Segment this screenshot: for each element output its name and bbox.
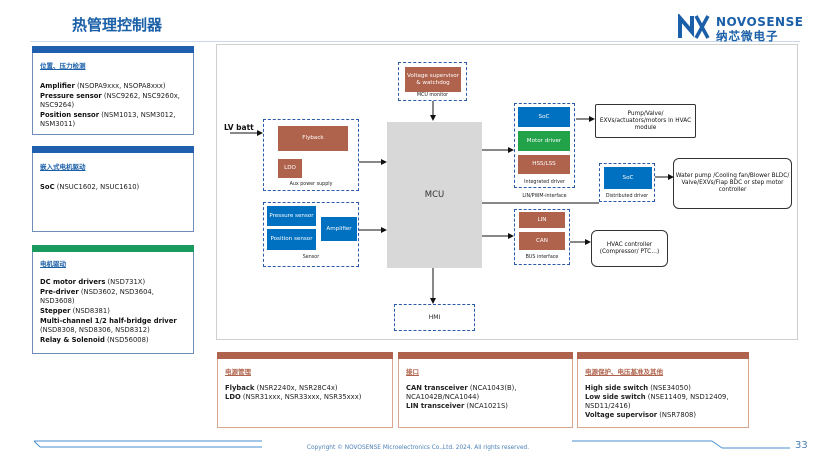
title-divider [30,41,800,42]
panel-body: CAN transceiver (NCA1043(B), NCA1042B/NC… [406,384,568,411]
list-item: Low side switch (NSE11409, NSD12409, NSD… [585,393,729,410]
list-item: Stepper (NSD8381) [40,307,110,315]
panel-heading: 电源管理 [225,368,251,376]
left-panel-position-pressure: 位置、压力检测 Amplifier (NSOPA9xxx, NSOPA8xxx)… [32,46,194,135]
list-item: Pressure sensor (NSC9262, NSC9260x, NSC9… [40,92,180,109]
bottom-panel-protection: 电源保护、电压基准及其他 High side switch (NSE34050)… [577,352,749,428]
panel-body: DC motor drivers (NSD731X) Pre-driver (N… [40,278,189,346]
logo-text-en: NOVOSENSE [716,15,804,29]
list-item: LIN transceiver (NCA1021S) [406,402,508,410]
list-item: Amplifier (NSOPA9xxx, NSOPA8xxx) [40,82,166,90]
sensor-label: Sensor [302,255,320,260]
panel-heading: 嵌入式电机驱动 [40,163,86,171]
ldo-block: LDO [278,159,302,178]
voltage-supervisor-block: Voltage supervisor & watchdog [405,67,461,92]
list-item: Position sensor (NSM1013, NSM3012, NSM30… [40,111,176,128]
pressure-sensor-block: Pressure sensor [267,206,316,226]
soc-distributed-block: SoC [604,167,652,189]
can-block: CAN [519,232,565,250]
list-item: Pre-driver (NSD3602, NSD3604, NSD3608) [40,288,154,305]
panel-accent-bar [398,352,573,359]
left-panel-embedded-motor: 嵌入式电机驱动 SoC (NSUC1602, NSUC1610) [32,146,194,232]
panel-accent-bar [217,352,393,359]
panel-accent-bar [32,146,194,153]
hmi-block: HMI [394,304,475,331]
distributed-driver-label: Distributed driver [605,194,649,199]
panel-body: Flyback (NSR2240x, NSR28C4x) LDO (NSR31x… [225,384,388,402]
panel-heading: 位置、压力检测 [40,62,86,70]
list-item: CAN transceiver (NCA1043(B), NCA1042B/NC… [406,384,517,401]
bottom-panel-power-management: 电源管理 Flyback (NSR2240x, NSR28C4x) LDO (N… [217,352,393,428]
lin-block: LIN [519,212,565,228]
list-item: Voltage supervisor (NSR7808) [585,411,696,419]
aux-power-label: Aux power supply [289,182,333,187]
novosense-logo-icon [678,14,710,39]
lin-pwm-interface-label: LIN/PWM-interface [522,194,567,199]
panel-body: SoC (NSUC1602, NSUC1610) [40,183,189,193]
panel-accent-bar [577,352,749,359]
list-item: Multi-channel 1/2 half-bridge driver (NS… [40,317,177,334]
list-item: DC motor drivers (NSD731X) [40,278,146,286]
amplifier-block: Amplifier [321,217,357,241]
panel-heading: 电源保护、电压基准及其他 [585,368,663,376]
panel-heading: 接口 [406,368,419,376]
panel-accent-bar [32,245,194,252]
page-number: 33 [795,440,808,451]
motor-driver-block: Motor driver [518,131,570,151]
hss-lss-block: HSS/LSS [518,155,570,174]
soc-block: SoC [518,107,570,127]
flyback-block: Flyback [278,126,348,151]
list-item: LDO (NSR31xxx, NSR33xxx, NSR35xxx) [225,393,362,401]
list-item: Flyback (NSR2240x, NSR28C4x) [225,384,338,392]
left-panel-motor-drive: 电机驱动 DC motor drivers (NSD731X) Pre-driv… [32,245,194,354]
panel-body: High side switch (NSE34050) Low side swi… [585,384,744,420]
integrated-driver-label: Integrated driver [524,180,565,185]
page-title: 热管理控制器 [72,16,163,34]
bottom-panel-interface: 接口 CAN transceiver (NCA1043(B), NCA1042B… [398,352,573,428]
panel-accent-bar [32,46,194,53]
copyright-text: Copyright © NOVOSENSE Microelectronics C… [306,445,530,451]
mcu-monitor-label: MCU monitor [416,93,449,98]
output-hvac-controller: HVAC controller (Compressor/ PTC…) [591,230,668,267]
panel-heading: 电机驱动 [40,260,66,268]
list-item: Relay & Solenoid (NSD56008) [40,336,149,344]
output-water-pump: Water pump /Cooling fan/Blower BLDC/ Val… [673,158,792,209]
list-item: SoC (NSUC1602, NSUC1610) [40,183,140,191]
list-item: High side switch (NSE34050) [585,384,691,392]
panel-body: Amplifier (NSOPA9xxx, NSOPA8xxx) Pressur… [40,82,189,130]
lv-batt-label: LV batt [224,123,254,132]
mcu-block: MCU [387,122,482,268]
bus-interface-label: BUS interface [525,255,559,260]
position-sensor-block: Position sensor [267,229,316,250]
logo-text-cn: 纳芯微电子 [716,29,779,43]
output-pump-valve: Pump/Valve/ EXVs/actuators/motors in HVA… [595,104,696,138]
